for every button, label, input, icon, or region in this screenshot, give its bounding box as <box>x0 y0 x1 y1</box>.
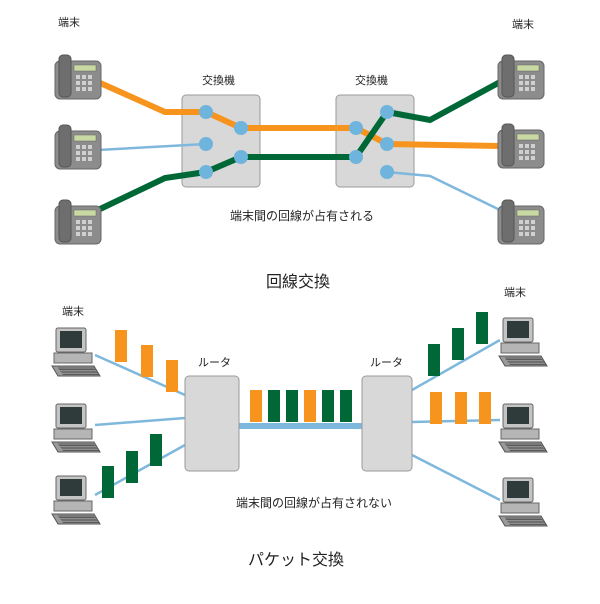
telephone-icon <box>54 54 102 100</box>
telephone-icon <box>54 199 102 245</box>
circuit-title: 回線交換 <box>266 272 331 291</box>
packet <box>250 390 262 422</box>
packet <box>141 345 153 377</box>
packet <box>126 451 138 483</box>
packet <box>150 434 162 466</box>
circuit-switching-section <box>54 54 545 245</box>
router-box-left <box>184 375 240 472</box>
computer-icon <box>51 403 101 453</box>
router-label-left: ルータ <box>198 356 231 369</box>
packet <box>455 392 467 424</box>
switch-path-green-right <box>353 110 390 159</box>
switch-port <box>199 165 213 179</box>
switch-port <box>380 105 394 119</box>
circuit-line-green-left <box>96 169 207 213</box>
switch-port <box>199 105 213 119</box>
packet-line-right-3 <box>411 453 501 502</box>
packet <box>322 390 334 422</box>
exchange-label-right: 交換機 <box>355 74 388 87</box>
packet-switching-section <box>51 312 548 527</box>
circuit-line-orange-right <box>386 141 501 149</box>
computer-icon <box>51 327 101 377</box>
packet <box>479 392 491 424</box>
packet-line-right-1 <box>411 338 501 392</box>
terminal-label-circuit-right: 端末 <box>512 18 534 31</box>
exchange-label-left: 交換機 <box>202 74 235 87</box>
router-label-right: ルータ <box>370 356 403 369</box>
terminal-label-packet-right: 端末 <box>504 286 526 299</box>
packet <box>115 330 127 362</box>
packet-title: パケット交換 <box>248 550 345 569</box>
packet <box>428 344 440 376</box>
packet-line-left-2 <box>94 416 186 427</box>
packet <box>286 390 298 422</box>
terminal-label-packet-left: 端末 <box>62 305 84 318</box>
packet <box>452 328 464 360</box>
packet <box>166 360 178 392</box>
packet-note: 端末間の回線が占有されない <box>236 496 393 510</box>
switch-port <box>349 150 363 164</box>
exchange-box-left <box>181 94 261 188</box>
packet <box>304 390 316 422</box>
packet <box>102 466 114 498</box>
packet <box>340 390 352 422</box>
telephone-icon <box>497 54 545 100</box>
telephone-icon <box>497 199 545 245</box>
telephone-icon <box>497 123 545 169</box>
computer-icon <box>498 477 548 527</box>
switch-port <box>234 121 248 135</box>
switch-port <box>349 121 363 135</box>
circuit-note: 端末間の回線が占有される <box>230 209 375 223</box>
switch-port <box>380 165 394 179</box>
terminal-label-circuit-left: 端末 <box>58 16 80 29</box>
computer-icon <box>498 403 548 453</box>
exchange-nodes <box>199 105 394 179</box>
circuit-line-orange-left <box>96 79 206 115</box>
router-box-right <box>361 375 413 472</box>
circuit-line-green-right <box>386 79 502 124</box>
packet <box>268 390 280 422</box>
switch-port <box>234 150 248 164</box>
packet <box>476 312 488 344</box>
computer-icon <box>51 475 101 525</box>
switch-port <box>199 137 213 151</box>
telephone-icon <box>54 124 102 170</box>
switch-port <box>380 137 394 151</box>
circuit-line-blue-left <box>97 142 207 152</box>
circuit-line-blue-right <box>386 170 501 212</box>
packet <box>430 392 442 424</box>
computer-icon <box>498 317 548 367</box>
